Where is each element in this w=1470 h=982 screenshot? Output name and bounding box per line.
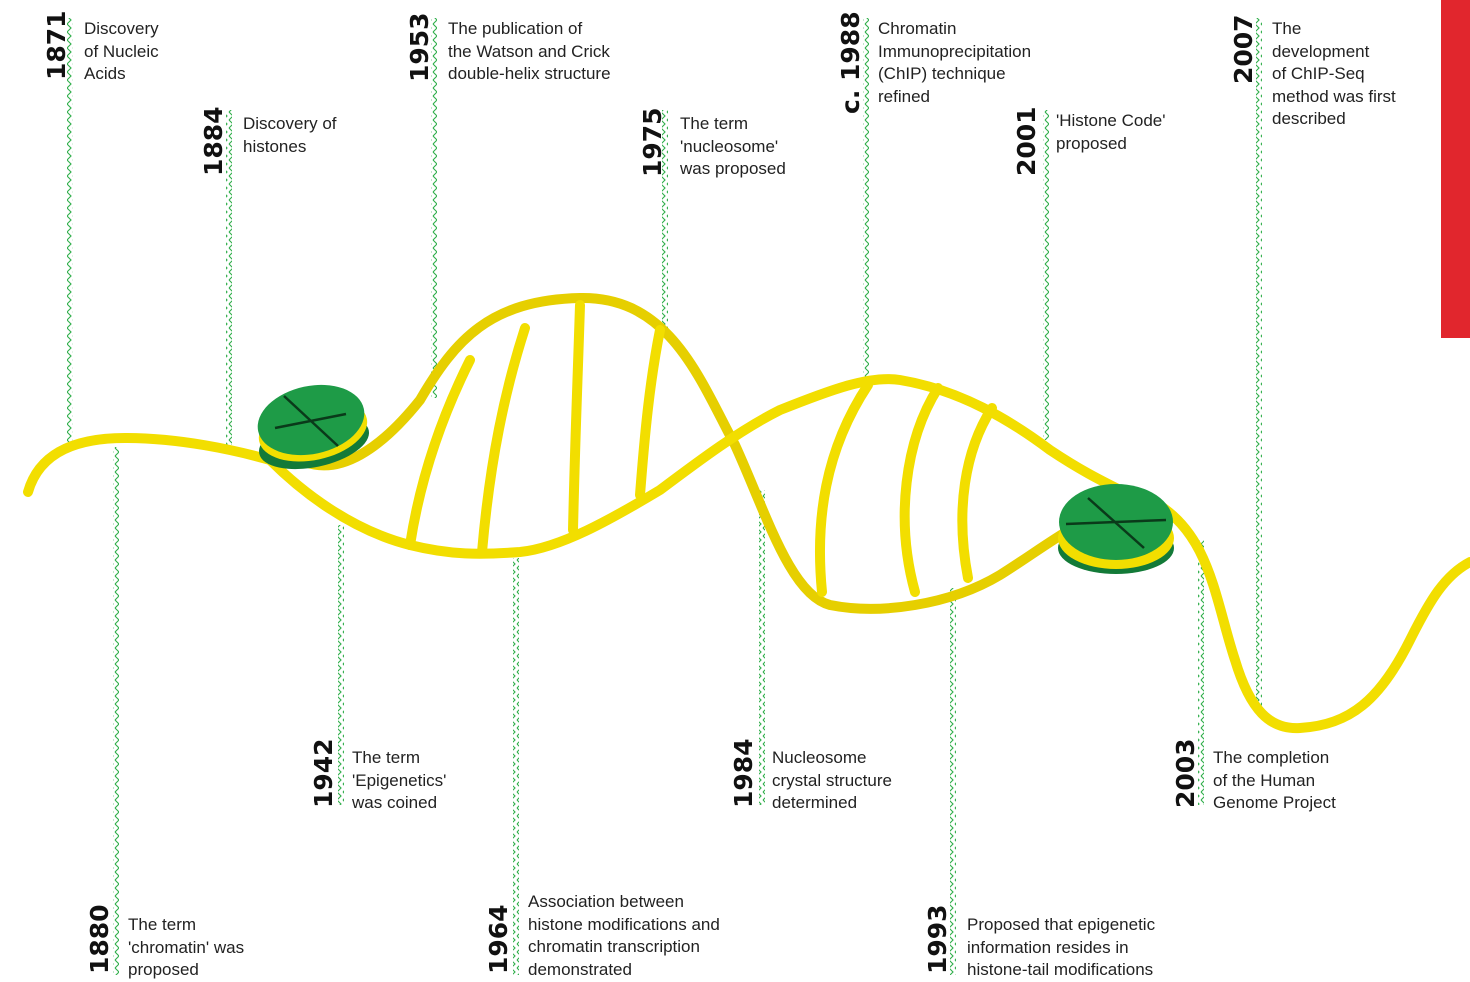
marker-1964 [513, 558, 519, 975]
event-2007-description: The development of ChIP-Seq method was f… [1272, 18, 1396, 131]
year-1884: 1884 [201, 106, 227, 176]
event-2003-description: The completion of the Human Genome Proje… [1213, 747, 1336, 815]
event-1884-line: histones [243, 136, 337, 159]
year-1964: 1964 [486, 904, 512, 974]
event-1993-line: histone-tail modifications [967, 959, 1155, 982]
event-1880-line: The term [128, 914, 244, 937]
event-1871-line: Acids [84, 63, 159, 86]
event-1988-line: Chromatin [878, 18, 1031, 41]
event-1988-line: refined [878, 86, 1031, 109]
marker-2001 [1043, 110, 1049, 440]
event-2003-line: The completion [1213, 747, 1336, 770]
event-1988-line: (ChIP) technique [878, 63, 1031, 86]
year-2001: 2001 [1014, 106, 1040, 176]
year-2003: 2003 [1173, 738, 1199, 808]
event-2001-line: proposed [1056, 133, 1166, 156]
marker-1942 [338, 525, 344, 805]
marker-2007 [1256, 18, 1262, 712]
event-1964-line: demonstrated [528, 959, 720, 982]
marker-1880 [113, 447, 119, 975]
year-1880: 1880 [87, 904, 113, 974]
event-1988-line: Immunoprecipitation [878, 41, 1031, 64]
event-1953-line: the Watson and Crick [448, 41, 611, 64]
event-1942-description: The term 'Epigenetics' was coined [352, 747, 446, 815]
year-2007: 2007 [1231, 14, 1257, 84]
event-1993-line: information resides in [967, 937, 1155, 960]
event-1880-line: proposed [128, 959, 244, 982]
event-1953-line: The publication of [448, 18, 611, 41]
event-1988-description: Chromatin Immunoprecipitation (ChIP) tec… [878, 18, 1031, 108]
year-1993: 1993 [925, 904, 951, 974]
event-1964-description: Association between histone modification… [528, 891, 720, 981]
event-2007-line: described [1272, 108, 1396, 131]
year-1953: 1953 [407, 12, 433, 82]
year-1988: c. 1988 [838, 11, 864, 114]
event-2007-line: method was first [1272, 86, 1396, 109]
event-1953-description: The publication of the Watson and Crick … [448, 18, 611, 86]
event-2001-description: 'Histone Code' proposed [1056, 110, 1166, 155]
event-2007-line: development [1272, 41, 1396, 64]
event-1880-line: 'chromatin' was [128, 937, 244, 960]
event-1984-line: determined [772, 792, 892, 815]
event-1964-line: chromatin transcription [528, 936, 720, 959]
event-1953-line: double-helix structure [448, 63, 611, 86]
event-1884-description: Discovery of histones [243, 113, 337, 158]
year-1975: 1975 [640, 107, 666, 177]
event-1871-description: Discovery of Nucleic Acids [84, 18, 159, 86]
dna-strands [28, 298, 1470, 728]
event-1993-line: Proposed that epigenetic [967, 914, 1155, 937]
event-1975-line: The term [680, 113, 786, 136]
event-2003-line: of the Human [1213, 770, 1336, 793]
event-2001-line: 'Histone Code' [1056, 110, 1166, 133]
event-1871-line: of Nucleic [84, 41, 159, 64]
event-1993-description: Proposed that epigenetic information res… [967, 914, 1155, 982]
marker-1984 [759, 490, 765, 805]
event-1942-line: was coined [352, 792, 446, 815]
event-1942-line: 'Epigenetics' [352, 770, 446, 793]
year-1871: 1871 [44, 10, 70, 80]
event-1880-description: The term 'chromatin' was proposed [128, 914, 244, 982]
event-1942-line: The term [352, 747, 446, 770]
marker-1871 [67, 18, 73, 445]
event-1984-line: Nucleosome [772, 747, 892, 770]
event-2003-line: Genome Project [1213, 792, 1336, 815]
event-1984-line: crystal structure [772, 770, 892, 793]
event-1964-line: histone modifications and [528, 914, 720, 937]
event-1964-line: Association between [528, 891, 720, 914]
event-1884-line: Discovery of [243, 113, 337, 136]
year-1984: 1984 [731, 738, 757, 808]
event-2007-line: of ChIP-Seq [1272, 63, 1396, 86]
event-1975-line: was proposed [680, 158, 786, 181]
event-1871-line: Discovery [84, 18, 159, 41]
event-1975-description: The term 'nucleosome' was proposed [680, 113, 786, 181]
event-1975-line: 'nucleosome' [680, 136, 786, 159]
event-1984-description: Nucleosome crystal structure determined [772, 747, 892, 815]
nucleosome-right [1058, 484, 1174, 574]
event-2007-line: The [1272, 18, 1396, 41]
year-1942: 1942 [311, 738, 337, 808]
